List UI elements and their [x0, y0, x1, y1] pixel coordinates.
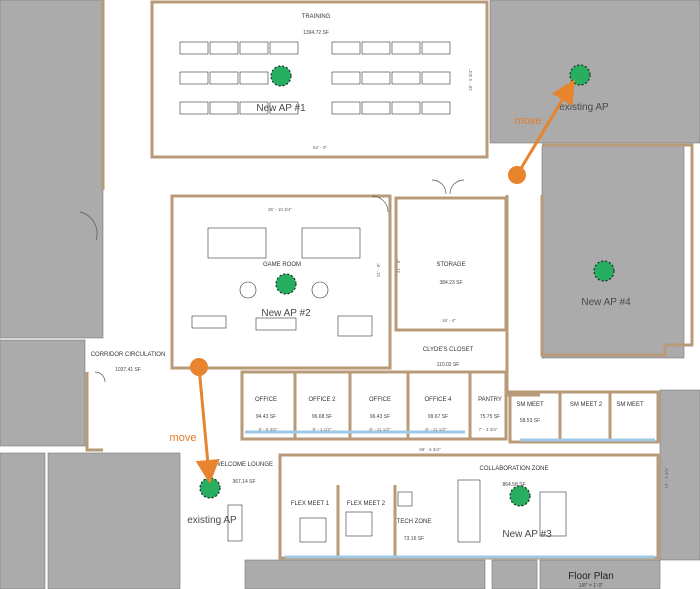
room-area: 99.67 SF — [428, 414, 448, 420]
training-desks — [179, 41, 451, 115]
new-ap-4-marker: New AP #4 — [581, 260, 631, 308]
new-ap-3-marker: New AP #3 — [502, 485, 552, 540]
access-points: New AP #1 New AP #2 New AP #3 New AP #4 … — [187, 64, 631, 540]
room-name: SM MEET — [616, 402, 644, 408]
room-name: TECH ZONE — [397, 519, 432, 525]
doors — [79, 179, 465, 383]
move-origin-top — [508, 166, 526, 184]
dimension-label: 8' - 11 1/2" — [425, 427, 447, 432]
ap-label: existing AP — [559, 102, 609, 113]
dimension-label: 35' - 10 3/4" — [268, 207, 292, 212]
room-area: 1394.72 SF — [303, 30, 329, 36]
room-name: OFFICE — [369, 397, 391, 403]
move-label: move — [170, 432, 197, 444]
ap-label: existing AP — [187, 515, 237, 526]
room-name: SM MEET 2 — [570, 402, 603, 408]
room-area: 96.68 SF — [312, 414, 332, 420]
room-name: SM MEET — [516, 402, 544, 408]
plan-title-text: Floor Plan — [568, 571, 614, 582]
room-name: TRAINING — [302, 14, 331, 20]
dimension-labels: 54' - 0" 25' - 5 3/4" 35' - 10 3/4" 21' … — [259, 69, 669, 489]
existing-ap-top-marker: existing AP — [559, 64, 609, 113]
move-arrows: move move — [170, 79, 575, 484]
room-name: PANTRY — [478, 397, 502, 403]
collab-furniture — [227, 479, 567, 543]
dimension-label: 9' - 1 1/2" — [313, 427, 332, 432]
room-name: WELCOME LOUNGE — [215, 462, 273, 468]
move-arrow-bottom — [195, 366, 220, 484]
room-name: FLEX MEET 2 — [347, 501, 386, 507]
move-origin-bottom — [190, 358, 208, 376]
plan-title: Floor Plan 1/8" = 1'-0" — [568, 571, 614, 589]
room-name: OFFICE 2 — [308, 397, 336, 403]
dimension-label: 21' - 0" — [376, 263, 381, 277]
ap-label: New AP #1 — [256, 103, 306, 114]
ap-label: New AP #3 — [502, 529, 552, 540]
windows — [245, 430, 655, 559]
dimension-label: 16' - 4" — [442, 318, 456, 323]
room-area: 110.02 SF — [437, 362, 460, 368]
room-name: GAME ROOM — [263, 262, 301, 268]
dimension-label: 25' - 5 3/4" — [468, 69, 473, 91]
existing-ap-bottom-marker: existing AP — [187, 477, 237, 526]
room-name: FLEX MEET 1 — [291, 501, 330, 507]
dimension-label: 19' - 3 3/4" — [664, 467, 669, 489]
room-area: 864.58 SF — [502, 482, 525, 488]
ap-label: New AP #4 — [581, 297, 631, 308]
room-area: 75.75 SF — [480, 414, 500, 420]
dimension-label: 7' - 3 3/4" — [479, 427, 498, 432]
game-room-furniture — [191, 227, 373, 337]
dimension-label: 68' - 6 3/4" — [419, 447, 441, 452]
plan-scale-text: 1/8" = 1'-0" — [579, 583, 604, 589]
room-name: CLYDE'S CLOSET — [423, 347, 474, 353]
move-arrow-top — [515, 79, 575, 176]
room-area: 1037.41 SF — [115, 367, 141, 373]
dimension-label: 54' - 0" — [313, 145, 327, 150]
room-name: OFFICE 4 — [424, 397, 452, 403]
move-label: move — [515, 115, 542, 127]
room-area: 94.43 SF — [256, 414, 276, 420]
room-area: 73.16 SF — [404, 536, 424, 542]
ap-label: New AP #2 — [261, 308, 311, 319]
new-ap-2-marker: New AP #2 — [261, 273, 311, 319]
dimension-label: 8' - 6 3/4" — [259, 427, 278, 432]
room-name: CORRIDOR CIRCULATION — [91, 352, 166, 358]
dimension-label: 21' - 0" — [396, 259, 401, 273]
room-area: 367.14 SF — [232, 479, 255, 485]
dimension-label: 8' - 11 1/2" — [369, 427, 391, 432]
new-ap-1-marker: New AP #1 — [256, 65, 306, 114]
room-labels: TRAINING 1394.72 SF GAME ROOM STORAGE 38… — [91, 14, 644, 542]
room-area: 384.23 SF — [439, 280, 462, 286]
room-name: COLLABORATION ZONE — [480, 466, 549, 472]
room-area: 58.53 SF — [520, 418, 540, 424]
room-area: 96.43 SF — [370, 414, 390, 420]
room-name: STORAGE — [436, 262, 465, 268]
room-name: OFFICE — [255, 397, 277, 403]
